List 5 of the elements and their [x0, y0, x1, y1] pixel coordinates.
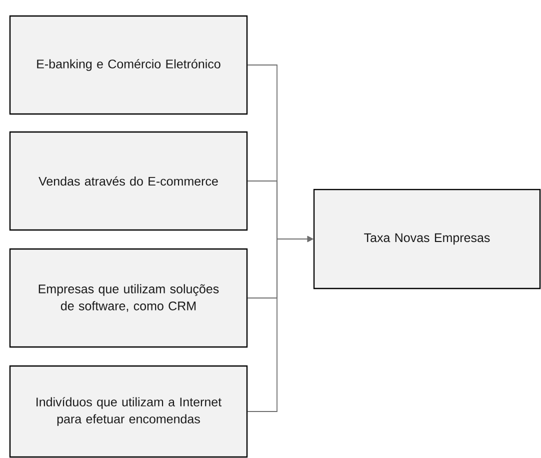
process-box: E-banking e Comércio Eletrónico [9, 15, 248, 115]
process-box: Indivíduos que utilizam a Internet para efetuar encomendas [9, 365, 248, 458]
process-box: Taxa Novas Empresas [313, 188, 541, 290]
process-box: Empresas que utilizam soluções de software, como CRM [9, 248, 248, 348]
process-box: Vendas através do E-commerce [9, 131, 248, 231]
